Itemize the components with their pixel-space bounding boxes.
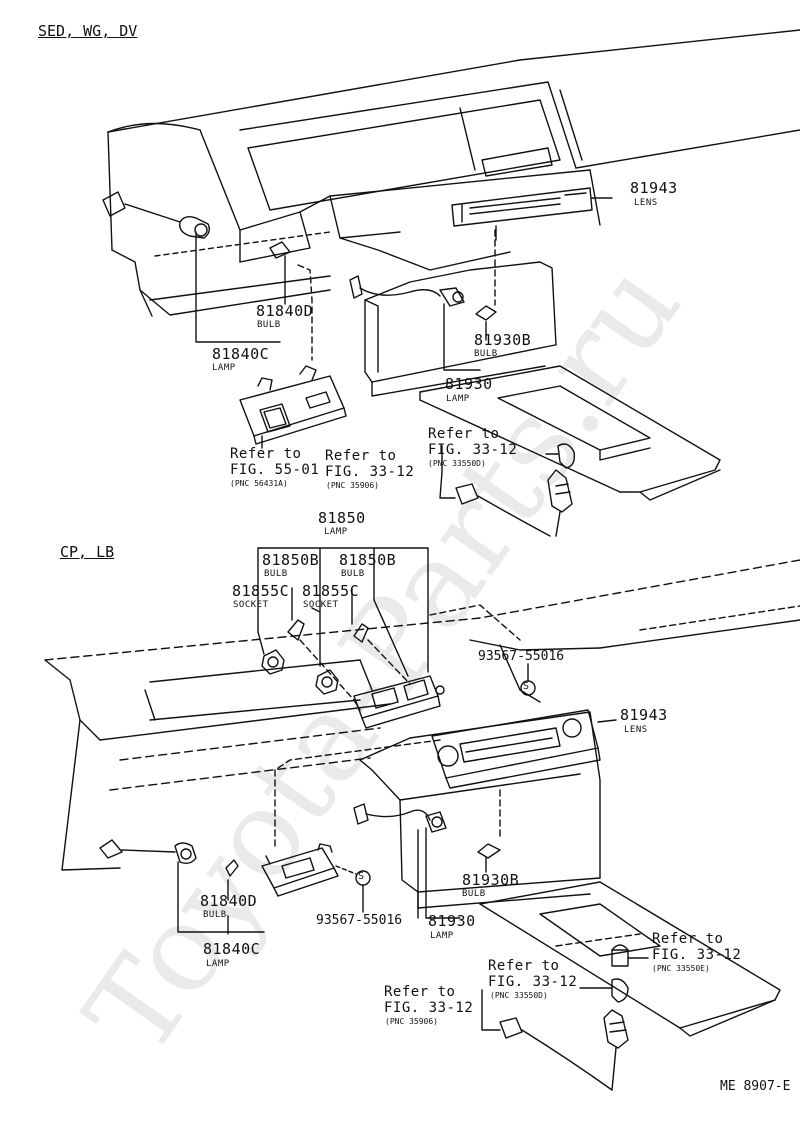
upper-bulb-81840d (269, 241, 313, 361)
lower-ref-d-pnc: (PNC 33550D) (490, 991, 548, 1000)
lower-lens-81943 (431, 709, 617, 789)
upper-bulb-d-number: 81840D (256, 302, 314, 320)
upper-ref33a-line2: FIG. 33-12 (325, 464, 415, 480)
upper-ref55-line1: Refer to (230, 446, 302, 462)
upper-lamp-81840c (102, 191, 281, 343)
lower-socket-left (261, 649, 285, 675)
lower-socket-right (315, 669, 339, 695)
upper-lamp-c-number: 81840C (212, 345, 270, 363)
upper-switch-panel (239, 365, 347, 449)
upper-bulb-b-name: BULB (474, 349, 498, 359)
lower-bulb-b-name: BULB (462, 889, 486, 899)
lower-screw-top-number: 93567-55016 (478, 649, 565, 664)
upper-ref33b-pnc: (PNC 33550D) (428, 459, 486, 468)
lower-leader-lines (257, 547, 529, 851)
lower-ref-d-line1: Refer to (488, 958, 560, 974)
lower-lamp-81850-housing (353, 675, 445, 729)
lower-lamp-930-name: LAMP (430, 931, 454, 941)
lower-lens-name: LENS (624, 725, 648, 735)
lower-lens-number: 81943 (620, 706, 668, 724)
figure-code: ME 8907-E (720, 1079, 791, 1094)
lower-ref-e-line2: FIG. 33-12 (652, 947, 742, 963)
lower-bulb-850-right-number: 81850B (339, 551, 397, 569)
lower-bulb-850-left-number: 81850B (262, 551, 320, 569)
upper-dashboard-outline (107, 29, 800, 501)
lower-bulbs-81850b (287, 619, 369, 643)
upper-lens-name: LENS (634, 198, 658, 208)
lower-screw-bottom-symbol: S (358, 871, 365, 882)
lower-ref-e-line1: Refer to (652, 931, 724, 947)
upper-lens-number: 81943 (630, 179, 678, 197)
upper-ref33a-line1: Refer to (325, 448, 397, 464)
upper-lens-81943 (451, 187, 613, 241)
lower-lamp-930-number: 81930 (428, 912, 476, 930)
upper-lamp-930-number: 81930 (445, 375, 493, 393)
lower-screw-top-symbol: S (523, 681, 530, 692)
upper-lamp-c-name: LAMP (212, 363, 236, 373)
lower-lamp-81930 (353, 803, 501, 919)
lower-ref-906-pnc: (PNC 35906) (385, 1017, 438, 1026)
upper-wire-harness (439, 443, 576, 537)
lower-ref-906-line2: FIG. 33-12 (384, 1000, 474, 1016)
upper-ref33b-line1: Refer to (428, 426, 500, 442)
lower-socket-right-name: SOCKET (303, 600, 339, 610)
upper-ref33b-line2: FIG. 33-12 (428, 442, 518, 458)
lower-lamp-c-number: 81840C (203, 940, 261, 958)
lower-lamp-81840c (99, 839, 265, 935)
lower-screw-top (520, 680, 536, 696)
section-label-lower: CP, LB (60, 543, 115, 561)
lower-bulb-850-left-name: BULB (264, 569, 288, 579)
lower-switch-panel (261, 843, 339, 897)
upper-ref55-line2: FIG. 55-01 (230, 462, 320, 478)
lower-lamp-850-number: 81850 (318, 509, 366, 527)
lower-ref-e-pnc: (PNC 33550E) (652, 964, 710, 973)
lower-lamp-850-name: LAMP (324, 527, 348, 537)
lower-bulb-850-right-name: BULB (341, 569, 365, 579)
upper-ref33a-pnc: (PNC 35906) (326, 481, 379, 490)
lower-bulb-d-name: BULB (203, 910, 227, 920)
lower-socket-right-number: 81855C (302, 582, 360, 600)
lower-screw-bottom-number: 93567-55016 (316, 913, 403, 928)
lower-ref-d-line2: FIG. 33-12 (488, 974, 578, 990)
lower-socket-left-name: SOCKET (233, 600, 269, 610)
upper-bulb-d-name: BULB (257, 320, 281, 330)
lower-dashboard-outline (44, 559, 800, 1037)
upper-ref55-pnc: (PNC 56431A) (230, 479, 288, 488)
lower-bulb-d-number: 81840D (200, 892, 258, 910)
lower-lamp-c-name: LAMP (206, 959, 230, 969)
upper-lamp-81930 (349, 229, 497, 371)
section-label-upper: SED, WG, DV (38, 22, 138, 40)
lower-screw-bottom (335, 865, 371, 913)
upper-lamp-930-name: LAMP (446, 394, 470, 404)
lower-wire-harness (481, 944, 649, 1091)
lower-socket-left-number: 81855C (232, 582, 290, 600)
lower-ref-906-line1: Refer to (384, 984, 456, 1000)
lower-bulb-b-number: 81930B (462, 871, 520, 889)
upper-bulb-b-number: 81930B (474, 331, 532, 349)
